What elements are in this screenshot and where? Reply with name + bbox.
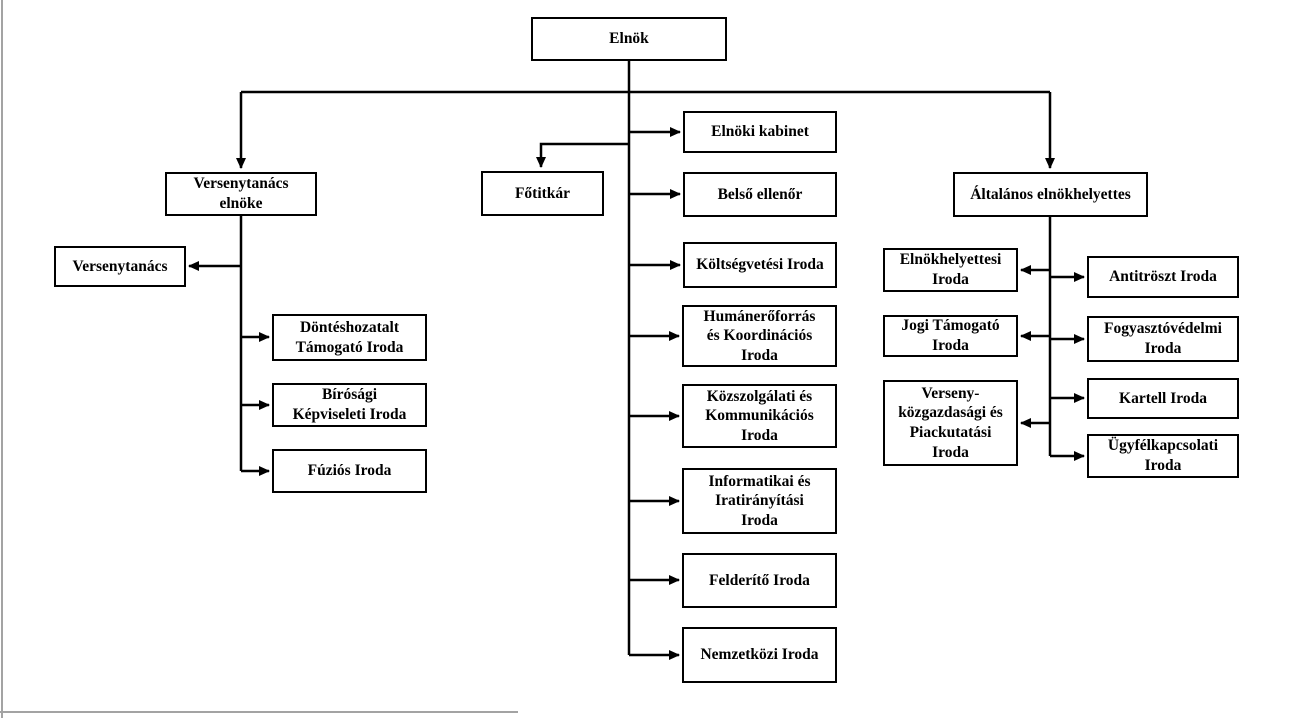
node-informatikai-iroda: Informatikai és Iratirányítási Iroda: [682, 468, 837, 534]
node-koltsegvetesi-iroda: Költségvetési Iroda: [683, 242, 837, 288]
page-edge-left: [1, 0, 3, 718]
node-birosagi-kepviseleti-iroda: Bírósági Képviseleti Iroda: [272, 383, 427, 427]
node-versenytanacs-elnoke: Versenytanács elnöke: [165, 172, 317, 216]
node-belso-ellenor: Belső ellenőr: [683, 172, 837, 217]
page-edge-bottom: [0, 711, 518, 713]
node-donteshozatalt-tamogato-iroda: Döntéshozatalt Támogató Iroda: [272, 314, 427, 361]
node-altalanos-elnokhelyettes: Általános elnökhelyettes: [953, 172, 1148, 217]
node-fotitkar: Főtitkár: [481, 171, 604, 216]
node-elnokhelyettesi-iroda: Elnökhelyettesi Iroda: [883, 248, 1018, 292]
node-versenytanacs: Versenytanács: [54, 246, 186, 287]
node-kozszolgalati-iroda: Közszolgálati és Kommunikációs Iroda: [682, 384, 837, 448]
node-fogyasztovedelmi-iroda: Fogyasztóvédelmi Iroda: [1087, 316, 1239, 362]
node-nemzetkozi-iroda: Nemzetközi Iroda: [682, 627, 837, 683]
node-fuzios-iroda: Fúziós Iroda: [272, 449, 427, 493]
edge-to-fotitkar: [536, 142, 629, 168]
node-kartell-iroda: Kartell Iroda: [1087, 378, 1239, 419]
node-ugyfelkapcsolati-iroda: Ügyfélkapcsolati Iroda: [1087, 434, 1239, 478]
node-felderito-iroda: Felderítő Iroda: [682, 553, 837, 608]
node-elnok: Elnök: [531, 17, 727, 61]
node-jogi-tamogato-iroda: Jogi Támogató Iroda: [883, 315, 1018, 357]
node-verseny-kozgazdasagi-iroda: Verseny- közgazdasági és Piackutatási Ir…: [883, 380, 1018, 466]
node-elnoki-kabinet: Elnöki kabinet: [683, 111, 837, 153]
node-humaneroforras-iroda: Humánerőforrás és Koordinációs Iroda: [682, 305, 837, 367]
node-antitroszt-iroda: Antitröszt Iroda: [1087, 256, 1239, 298]
